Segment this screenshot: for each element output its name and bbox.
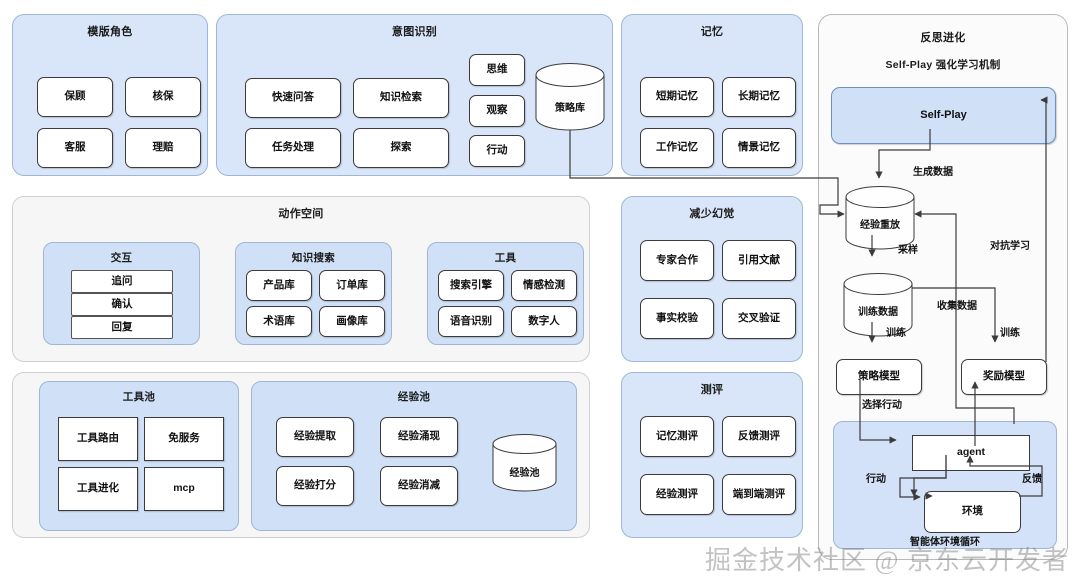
node-mcp[interactable]: mcp (144, 467, 224, 511)
panel-title-reflection: 反思进化 (920, 32, 966, 44)
cylinder-policy-store: 策略库 (535, 63, 605, 131)
panel-action-space: 动作空间 交互 追问 确认 回复 知识搜索 产品库 订单库 术语库 画像库 工具… (12, 196, 590, 362)
panel-subtitle-self-play: Self-Play 强化学习机制 (885, 59, 1001, 71)
node-working-memory[interactable]: 工作记忆 (640, 128, 714, 168)
label-train-policy: 训练 (886, 328, 906, 339)
label-sampling: 采样 (898, 245, 918, 256)
node-cross-validation[interactable]: 交叉验证 (722, 298, 796, 339)
node-tool-routing[interactable]: 工具路由 (58, 417, 138, 461)
node-experience-emergence[interactable]: 经验涌现 (380, 417, 458, 457)
cylinder-label-replay-buffer: 经验重放 (860, 220, 900, 231)
panel-title-evaluation: 测评 (700, 384, 724, 396)
node-experience-extraction[interactable]: 经验提取 (276, 417, 354, 457)
cylinder-label-policy-store: 策略库 (555, 103, 585, 114)
node-action[interactable]: 行动 (469, 135, 525, 167)
cylinder-experience-pool: 经验池 (492, 434, 557, 492)
node-feedback-eval[interactable]: 反馈测评 (722, 416, 796, 457)
node-baogu[interactable]: 保顾 (37, 77, 113, 117)
node-kefu[interactable]: 客服 (37, 128, 113, 168)
panel-evaluation: 测评 记忆测评 反馈测评 经验测评 端到端测评 (621, 372, 803, 538)
cylinder-training-data: 训练数据 (843, 273, 913, 337)
node-citation[interactable]: 引用文献 (722, 240, 796, 281)
subpanel-title-tools: 工具 (494, 252, 517, 264)
watermark-text: 掘金技术社区 @ 京东云开发者 (705, 546, 1069, 575)
label-train-reward: 训练 (1000, 328, 1020, 339)
node-episodic-memory[interactable]: 情景记忆 (722, 128, 796, 168)
node-order-db[interactable]: 订单库 (319, 270, 385, 301)
node-product-db[interactable]: 产品库 (246, 270, 312, 301)
cylinder-label-training-data: 训练数据 (858, 307, 898, 318)
node-quick-qa[interactable]: 快速问答 (245, 78, 341, 118)
subpanel-knowledge-search: 知识搜索 产品库 订单库 术语库 画像库 (235, 242, 392, 345)
subpanel-experience-pool: 经验池 经验提取 经验涌现 经验打分 经验消减 经验池 (251, 381, 577, 531)
node-experience-eval[interactable]: 经验测评 (640, 474, 714, 515)
panel-title-hallucination: 减少幻觉 (689, 208, 735, 220)
panel-memory: 记忆 短期记忆 长期记忆 工作记忆 情景记忆 (621, 14, 803, 176)
node-end-to-end-eval[interactable]: 端到端测评 (722, 474, 796, 515)
node-thinking[interactable]: 思维 (469, 54, 525, 86)
node-experience-decay[interactable]: 经验消减 (380, 466, 458, 506)
node-exploration[interactable]: 探索 (353, 128, 449, 168)
node-terminology-db[interactable]: 术语库 (246, 306, 312, 337)
node-sentiment-detection[interactable]: 情感检测 (511, 270, 577, 301)
node-search-engine[interactable]: 搜索引擎 (438, 270, 504, 301)
node-speech-recognition[interactable]: 语音识别 (438, 306, 504, 337)
subpanel-title-tool-pool: 工具池 (122, 391, 156, 403)
node-tool-evolution[interactable]: 工具进化 (58, 467, 138, 511)
label-collect-data: 收集数据 (937, 301, 977, 312)
node-knowledge-retrieval[interactable]: 知识检索 (353, 78, 449, 118)
node-long-term-memory[interactable]: 长期记忆 (722, 77, 796, 117)
cylinder-label-experience-pool: 经验池 (509, 468, 540, 479)
subpanel-title-knowledge-search: 知识搜索 (291, 252, 336, 264)
label-select-action: 选择行动 (862, 400, 902, 411)
panel-title-memory: 记忆 (700, 26, 724, 38)
node-expert-collab[interactable]: 专家合作 (640, 240, 714, 281)
node-task-processing[interactable]: 任务处理 (245, 128, 341, 168)
subpanel-interaction: 交互 追问 确认 回复 (43, 242, 200, 345)
node-agent[interactable]: agent (912, 435, 1030, 471)
node-digital-human[interactable]: 数字人 (511, 306, 577, 337)
subpanel-tool-pool: 工具池 工具路由 免服务 工具进化 mcp (39, 381, 239, 531)
node-reply[interactable]: 回复 (71, 316, 173, 339)
node-environment[interactable]: 环境 (924, 491, 1021, 533)
subpanel-title-interaction: 交互 (110, 252, 133, 264)
caption-agent-env-loop: 智能体环境循环 (910, 537, 980, 548)
panel-title-template-role: 模版角色 (87, 26, 133, 38)
node-observation[interactable]: 观察 (469, 95, 525, 127)
panel-template-role: 模版角色 保顾 核保 客服 理赔 (12, 14, 208, 176)
subpanel-agent-env-loop: agent 环境 智能体环境循环 (833, 421, 1057, 549)
node-confirm[interactable]: 确认 (71, 293, 173, 316)
node-lipei[interactable]: 理赔 (125, 128, 201, 168)
node-fact-check[interactable]: 事实校验 (640, 298, 714, 339)
panel-pools-container: 工具池 工具路由 免服务 工具进化 mcp 经验池 经验提取 经验涌现 经验打分… (12, 372, 590, 538)
cylinder-replay-buffer: 经验重放 (845, 186, 915, 250)
node-free-service[interactable]: 免服务 (144, 417, 224, 461)
label-adversarial-learning: 对抗学习 (990, 241, 1030, 252)
subpanel-title-experience-pool: 经验池 (397, 391, 431, 403)
node-short-term-memory[interactable]: 短期记忆 (640, 77, 714, 117)
panel-hallucination: 减少幻觉 专家合作 引用文献 事实校验 交叉验证 (621, 196, 803, 362)
node-self-play[interactable]: Self-Play (831, 87, 1056, 144)
label-feedback: 反馈 (1022, 474, 1042, 485)
label-action: 行动 (866, 474, 886, 485)
subpanel-tools: 工具 搜索引擎 情感检测 语音识别 数字人 (427, 242, 584, 345)
label-generate-data: 生成数据 (913, 167, 953, 178)
node-experience-scoring[interactable]: 经验打分 (276, 466, 354, 506)
node-reward-model[interactable]: 奖励模型 (961, 359, 1047, 395)
panel-title-action-space: 动作空间 (278, 208, 324, 220)
node-profile-db[interactable]: 画像库 (319, 306, 385, 337)
node-followup[interactable]: 追问 (71, 270, 173, 293)
panel-title-intent: 意图识别 (391, 26, 438, 38)
node-memory-eval[interactable]: 记忆测评 (640, 416, 714, 457)
node-policy-model[interactable]: 策略模型 (836, 359, 922, 395)
node-hebao[interactable]: 核保 (125, 77, 201, 117)
